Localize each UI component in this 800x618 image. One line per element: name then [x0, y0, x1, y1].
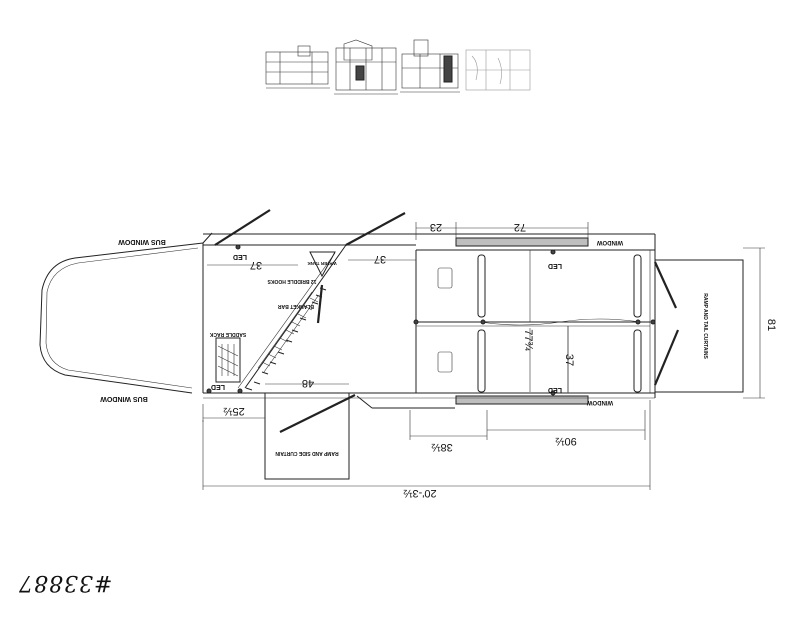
- labels: BUS WINDOW BUS WINDOW WINDOW WINDOW LED …: [100, 238, 708, 456]
- saddle-rack-label: SADDLE RACK: [209, 331, 246, 337]
- thumbnail-2: [334, 39, 398, 95]
- led-tack-label: LED: [211, 383, 225, 390]
- blanket-bar-label: BLANKET BAR: [278, 303, 314, 309]
- ramp-side-curtain-label: RAMP AND SIDE CURTAIN: [275, 450, 339, 456]
- window-bottom-label: WINDOW: [587, 399, 614, 405]
- window-top-label: WINDOW: [597, 239, 624, 245]
- dim-25: 25½: [223, 405, 244, 417]
- thumbnail-sketches: [265, 39, 531, 95]
- dimension-values: 23 72 37 37 25½ 48 77¾ 37 81 38½ 90½ 20'…: [223, 221, 777, 499]
- water-tank: [309, 251, 336, 278]
- dim-77: 77¾: [522, 329, 534, 351]
- led-front-label: LED: [233, 253, 247, 260]
- led-stall-top-label: LED: [548, 262, 562, 269]
- thumbnail-4: [465, 49, 531, 91]
- bus-window-bottom-label: BUS WINDOW: [100, 395, 148, 402]
- horse-stalls: [206, 244, 656, 396]
- dim-81: 81: [765, 319, 777, 331]
- water-tank-label: WATER TANK: [307, 261, 337, 266]
- dim-90: 90½: [555, 435, 576, 447]
- trailer-outline: [39, 232, 656, 399]
- bridle-hooks: [245, 284, 327, 391]
- dim-72: 72: [514, 221, 526, 233]
- thumbnail-3: [400, 39, 460, 93]
- handwritten-note: #33887: [18, 570, 113, 595]
- dim-37-tack: 37: [374, 253, 386, 265]
- dim-23: 23: [430, 221, 442, 233]
- dim-37-front: 37: [250, 259, 262, 271]
- side-ramp: [264, 392, 350, 480]
- dim-48: 48: [302, 377, 314, 389]
- bus-window-top-label: BUS WINDOW: [118, 238, 166, 245]
- swing-doors: [214, 209, 680, 433]
- ramp-tail-curtains-label: RAMP AND TAIL CURTAINS: [702, 293, 708, 359]
- dim-overall: 20'-3½: [403, 487, 436, 499]
- side-windows: [455, 237, 589, 405]
- hooks-label: 12 BRIDDLE HOOKS: [267, 278, 317, 284]
- dim-38: 38½: [431, 441, 452, 453]
- thumbnail-1: [265, 45, 330, 89]
- dimension-lines: [202, 222, 651, 490]
- dim-37-stall: 37: [563, 354, 575, 366]
- rear-ramp: [654, 247, 765, 399]
- led-stall-bottom-label: LED: [548, 386, 562, 393]
- saddle-rack: [215, 337, 241, 383]
